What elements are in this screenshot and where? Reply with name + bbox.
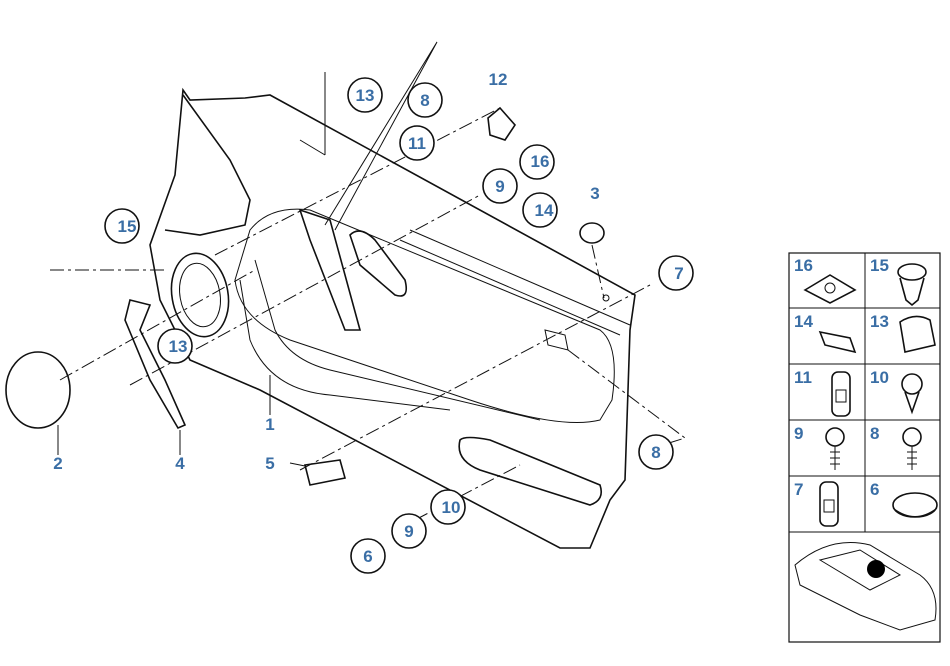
callout-8: 8: [420, 91, 429, 110]
callout-12: 12: [489, 70, 508, 89]
callout-1: 1: [265, 415, 274, 434]
legend-10: 10: [870, 368, 889, 387]
callout-4: 4: [175, 454, 185, 473]
callout-3: 3: [590, 184, 599, 203]
callout-6: 6: [363, 547, 372, 566]
loose-parts: [5, 106, 610, 486]
door-panel-drawing: [149, 87, 636, 549]
part-12: [487, 106, 517, 141]
callout-9b: 9: [404, 522, 413, 541]
callouts: 13 8 11 12 16 9 14 3 7 15 13 1 2 4 5 8 1…: [53, 70, 694, 574]
legend-15: 15: [870, 256, 889, 275]
legend-8: 8: [870, 424, 879, 443]
parts-legend-panel: 16 15 14 13 11 10 9 8 7 6: [788, 252, 941, 643]
callout-16: 16: [531, 152, 550, 171]
callout-13b: 13: [169, 337, 188, 356]
legend-6: 6: [870, 480, 879, 499]
callout-9: 9: [495, 177, 504, 196]
callout-13: 13: [356, 86, 375, 105]
callout-8b: 8: [651, 443, 660, 462]
callout-15: 15: [118, 217, 137, 236]
callout-10: 10: [442, 498, 461, 517]
callout-11: 11: [408, 134, 426, 153]
legend-14: 14: [794, 312, 813, 331]
callout-5: 5: [265, 454, 274, 473]
part-3: [579, 222, 605, 244]
speaker-cover-2: [5, 351, 71, 429]
legend-7: 7: [794, 480, 803, 499]
car-location-thumbnail: [794, 542, 937, 631]
legend-11: 11: [794, 368, 812, 387]
callout-14: 14: [535, 201, 554, 220]
legend-9: 9: [794, 424, 803, 443]
trim-strip-4: [124, 299, 187, 430]
legend-13: 13: [870, 312, 889, 331]
callout-2: 2: [53, 454, 62, 473]
callout-7: 7: [674, 264, 683, 283]
legend-16: 16: [794, 256, 813, 275]
leader-lines: [50, 41, 687, 521]
part-5: [304, 459, 347, 486]
